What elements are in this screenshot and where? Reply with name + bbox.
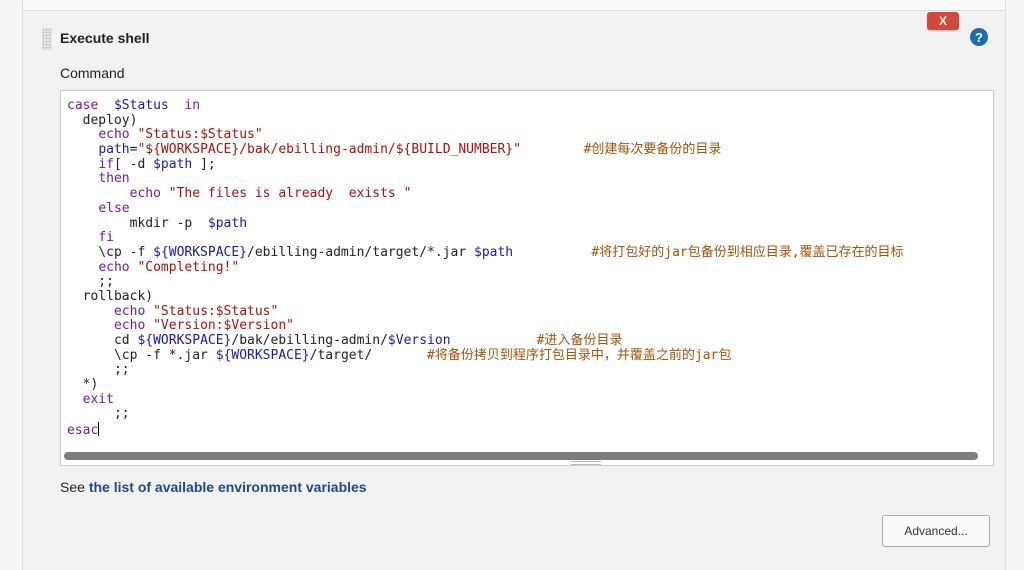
code-line: path="${WORKSPACE}/bak/ebilling-admin/${…: [98, 142, 722, 158]
code-line: \cp -f ${WORKSPACE}/ebilling-admin/targe…: [67, 244, 904, 260]
code-line: exit: [82, 391, 114, 407]
drag-handle[interactable]: [42, 28, 52, 50]
code-line: \cp -f *.jar ${WORKSPACE}/target/ #将备份拷贝…: [67, 347, 732, 363]
code-line: mkdir -p $path: [67, 215, 248, 231]
horizontal-scrollbar[interactable]: [61, 451, 993, 461]
code-line: ;;: [67, 362, 130, 378]
code-line: cd ${WORKSPACE}/bak/ebilling-admin/$Vers…: [67, 333, 623, 348]
code-line: ;;: [67, 274, 114, 290]
code-line: if[ -d $path ];: [98, 156, 216, 172]
code-line: echo "Status:$Status": [98, 127, 263, 143]
code-line: then: [98, 171, 130, 187]
command-label: Command: [60, 65, 125, 81]
code-line: esac: [67, 422, 100, 439]
code-line: case $Status in: [67, 98, 201, 113]
code-line: echo "The files is already exists ": [129, 186, 412, 202]
command-code[interactable]: case $Status in deploy) echo "Status:$St…: [67, 98, 987, 439]
scrollbar-thumb[interactable]: [64, 452, 978, 460]
env-variables-link[interactable]: the list of available environment variab…: [88, 479, 367, 495]
text-cursor: [98, 422, 100, 437]
code-line: rollback): [67, 288, 154, 304]
code-line: else: [98, 200, 130, 216]
code-line: echo "Status:$Status": [113, 303, 279, 319]
advanced-button[interactable]: Advanced...: [882, 515, 990, 547]
env-prefix: See: [60, 479, 89, 495]
resize-grip-icon[interactable]: [571, 461, 601, 465]
code-line: deploy): [67, 112, 138, 128]
step-title: Execute shell: [60, 30, 150, 46]
code-line: ;;: [67, 406, 130, 422]
code-line: echo "Version:$Version": [113, 318, 294, 334]
code-line: *): [67, 377, 99, 393]
code-line: echo "Completing!": [98, 259, 240, 275]
help-icon[interactable]: ?: [970, 28, 988, 46]
command-editor[interactable]: case $Status in deploy) echo "Status:$St…: [60, 90, 994, 466]
delete-step-button[interactable]: X: [927, 12, 959, 30]
env-variables-line: See the list of available environment va…: [60, 479, 367, 495]
code-line: fi: [98, 230, 114, 246]
